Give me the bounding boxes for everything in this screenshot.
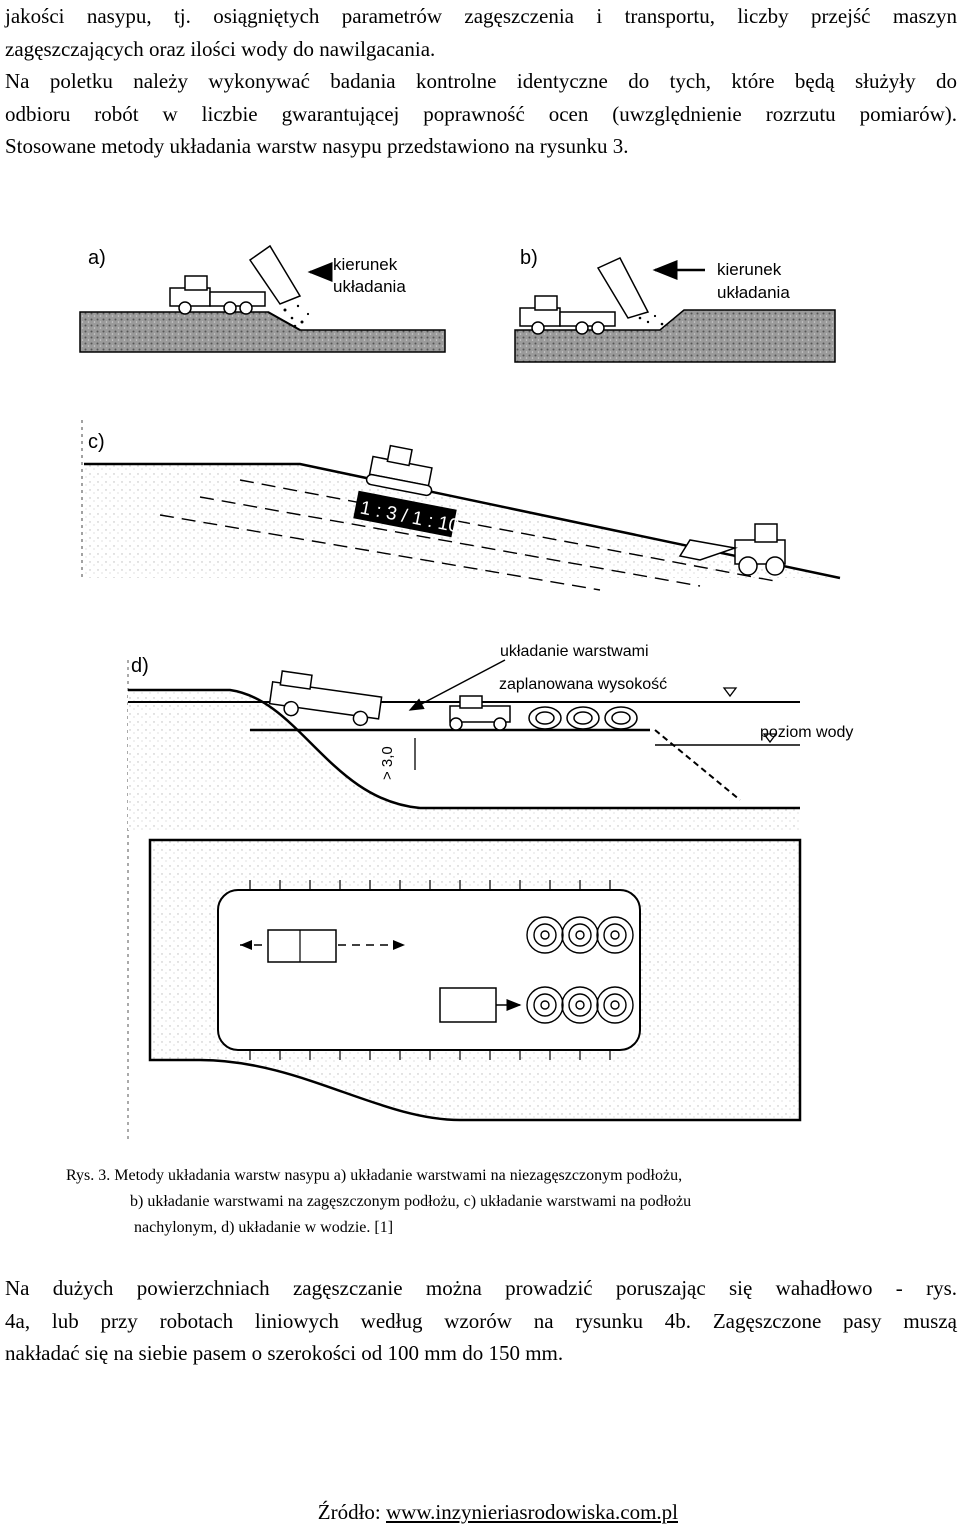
- truck-plan-icon: [267, 929, 337, 963]
- seabed: [128, 690, 800, 830]
- source-note: Źródło: www.inzynieriasrodowiska.com.pl: [318, 1500, 678, 1525]
- dump-truck-icon: [268, 670, 383, 727]
- intro-line: jakości nasypu, tj. osiągniętych paramet…: [5, 4, 957, 28]
- level-marker-icon: [722, 687, 738, 698]
- falling-material: [638, 314, 664, 326]
- panel-letter: a): [88, 247, 106, 269]
- ticks-bottom: [249, 1050, 611, 1060]
- panel-b: b) kierunek układania: [514, 247, 836, 363]
- panel-a: a) kierunek układania: [79, 244, 446, 353]
- arrow-label: układania: [717, 283, 790, 302]
- body-line: Na dużych powierzchniach zagęszczanie mo…: [5, 1276, 957, 1300]
- slope-mass: [84, 464, 840, 578]
- arrow-label: kierunek: [717, 260, 782, 279]
- compactor-icon: [449, 695, 511, 731]
- intro-line: Stosowane metody układania warstw nasypu…: [5, 134, 629, 158]
- intro-line: zagęszczających oraz ilości wody do nawi…: [5, 36, 436, 61]
- compactor-plan-icon: [439, 987, 497, 1023]
- label-layers: układanie warstwami: [500, 643, 649, 660]
- spiral-rolls-plan: [526, 916, 634, 1024]
- intro-paragraph: jakości nasypu, tj. osiągniętych paramet…: [5, 0, 957, 163]
- arrow-right-icon: [393, 940, 405, 950]
- spiral-rollers: [528, 706, 638, 730]
- depth-label: > 3,0: [379, 746, 396, 780]
- body-line: nakładać się na siebie pasem o szerokośc…: [5, 1341, 564, 1365]
- caption-line: b) układanie warstwami na zagęszczonym p…: [130, 1193, 692, 1210]
- ground-mass: [79, 311, 446, 353]
- arrow-label: kierunek: [333, 255, 398, 274]
- pointer-arrow: [408, 659, 506, 711]
- panel-letter: c): [88, 431, 105, 453]
- source-prefix: Źródło:: [317, 1500, 386, 1524]
- caption-line: nachylonym, d) układanie w wodzie. [1]: [134, 1219, 394, 1236]
- panel-c: c) 1 : 3 / 1 : 10: [81, 420, 841, 591]
- intro-line: Na poletku należy wykonywać badania kont…: [5, 69, 957, 93]
- source-link[interactable]: www.inzynieriasrodowiska.com.pl: [386, 1500, 678, 1524]
- layer-lines: [159, 479, 781, 591]
- panel-d: d) > 3,0 układanie warstwami zaplanowan: [127, 643, 853, 1140]
- seabed-line: [128, 688, 800, 810]
- body-line: 4a, lub przy robotach liniowych według w…: [5, 1308, 957, 1333]
- dump-truck-icon: [169, 244, 302, 315]
- level-marker-icon: [762, 733, 778, 744]
- fill-area: [217, 889, 641, 1051]
- ground-mass: [514, 309, 836, 363]
- page-footer: Źródło: www.inzynieriasrodowiska.com.pl: [0, 1500, 960, 1525]
- dump-truck-icon: [519, 257, 650, 335]
- bulldozer-icon: [365, 444, 433, 497]
- falling-material: [283, 304, 310, 328]
- ticks-top: [249, 880, 611, 890]
- fill-slope: [654, 729, 741, 801]
- figure-3: a) kierunek układania b): [79, 244, 853, 1140]
- slope-surface: [84, 462, 841, 580]
- caption-line: Rys. 3. Metody układania warstw nasypu a…: [66, 1167, 683, 1184]
- loader-icon: [678, 523, 786, 576]
- intro-line: odbioru robót w liczbie gwarantującej po…: [5, 101, 957, 126]
- label-water: poziom wody: [760, 724, 853, 741]
- panel-letter: b): [520, 247, 538, 269]
- arrow-label: układania: [333, 277, 406, 296]
- panel-letter: d): [131, 655, 149, 677]
- label-height: zaplanowana wysokość: [499, 676, 667, 693]
- body-paragraph: Na dużych powierzchniach zagęszczanie mo…: [5, 1272, 957, 1370]
- slope-label-box: [353, 490, 457, 538]
- figure-caption: Rys. 3. Metody układania warstw nasypu a…: [66, 1163, 691, 1241]
- arrow-left-icon: [240, 940, 252, 950]
